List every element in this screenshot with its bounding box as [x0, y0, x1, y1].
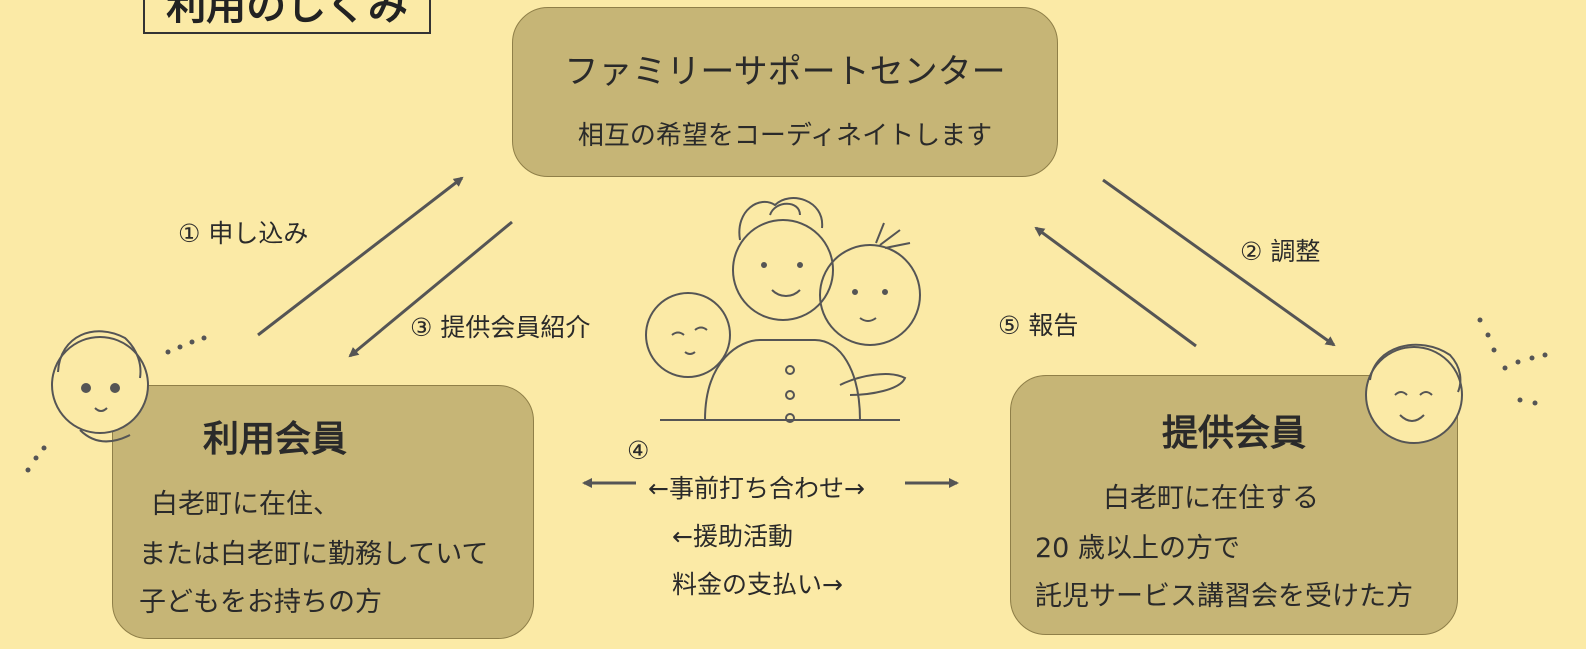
- support-center-box: ファミリーサポートセンター 相互の希望をコーディネイトします: [512, 7, 1058, 177]
- user-member-line-3: 子どもをお持ちの方: [139, 587, 382, 618]
- user-member-face-illustration: [51, 330, 149, 443]
- provider-member-face-illustration: [1365, 343, 1463, 444]
- support-center-subtitle: 相互の希望をコーディネイトします: [577, 121, 993, 151]
- diagram-title: 利用のしくみ: [143, 0, 431, 34]
- user-member-line-2: または白老町に勤務していて: [139, 539, 489, 570]
- step-2-adjust-label: ② 調整: [1240, 237, 1321, 266]
- arrow-apply: [257, 176, 464, 337]
- arrow-introduce: [348, 220, 513, 358]
- provider-member-title: 提供会員: [1161, 413, 1306, 454]
- provider-member-line-1: 白老町に在住する: [1103, 483, 1319, 514]
- step-3-introduce-label: ③ 提供会員紹介: [410, 313, 591, 342]
- arrow-report: [1034, 226, 1197, 348]
- caregiver-children-illustration: [645, 197, 921, 423]
- provider-member-line-3: 託児サービス講習会を受けた方: [1035, 581, 1413, 612]
- step-4-meeting-label: ←事前打ち合わせ→: [648, 474, 865, 503]
- thought-dots-right: [1477, 317, 1548, 406]
- provider-member-box: 提供会員 白老町に在住する 20 歳以上の方で 託児サービス講習会を受けた方: [1010, 375, 1458, 635]
- provider-member-line-2: 20 歳以上の方で: [1035, 533, 1240, 564]
- thought-dots-left: [25, 335, 207, 473]
- user-member-box: 利用会員 白老町に在住、 または白老町に勤務していて 子どもをお持ちの方: [112, 385, 534, 639]
- support-center-title: ファミリーサポートセンター: [564, 52, 1006, 92]
- step-1-apply-label: ① 申し込み: [178, 219, 309, 248]
- step-4-number: ④: [627, 436, 650, 465]
- step-4-fee-payment-label: 料金の支払い→: [672, 570, 843, 599]
- step-5-report-label: ⑤ 報告: [998, 311, 1079, 340]
- user-member-line-1: 白老町に在住、: [151, 489, 340, 520]
- user-member-title: 利用会員: [203, 419, 348, 460]
- step-4-support-activity-label: ←援助活動: [672, 522, 793, 551]
- arrow-adjust: [1102, 178, 1336, 347]
